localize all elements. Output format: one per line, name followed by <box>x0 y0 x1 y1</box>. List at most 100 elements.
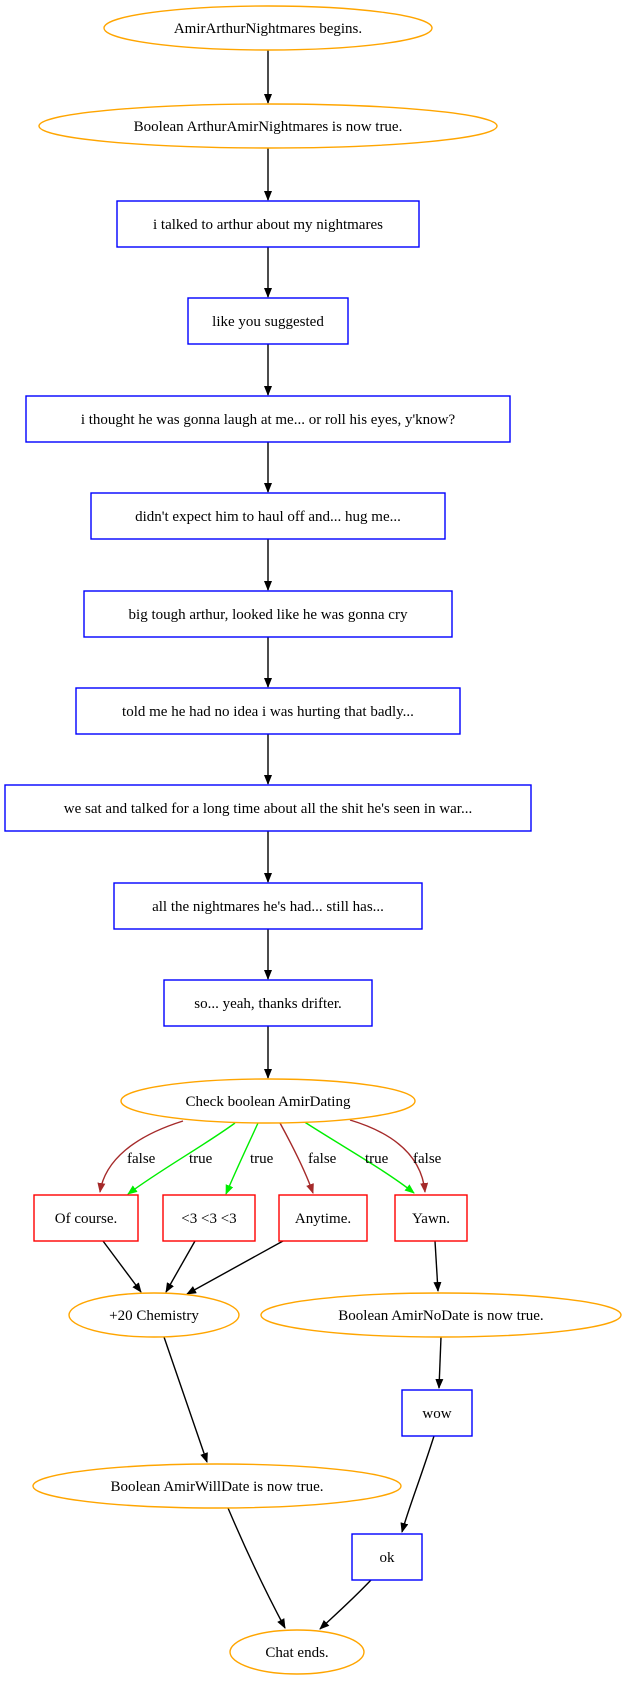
edge-check-to-c_yawn: true <box>302 1120 415 1194</box>
node-label: AmirArthurNightmares begins. <box>174 21 362 37</box>
dialogue-box <box>163 979 373 1027</box>
edge-line <box>435 1336 444 1389</box>
node-willdate: Boolean AmirWillDate is now true. <box>32 1463 402 1509</box>
node-c_hearts: <3 <3 <3 <box>162 1194 256 1242</box>
choice-box <box>162 1194 256 1242</box>
edge-willdate-to-end <box>227 1507 286 1629</box>
node-label: Yawn. <box>412 1211 450 1227</box>
node-label: i talked to arthur about my nightmares <box>153 217 383 233</box>
edge-label-false: false <box>413 1151 442 1167</box>
edge-line <box>400 1435 435 1533</box>
edge-line <box>433 1240 442 1292</box>
node-label: Boolean AmirNoDate is now true. <box>338 1308 543 1324</box>
edge-chem-to-willdate <box>163 1336 208 1463</box>
event-ellipse <box>38 103 498 149</box>
edge-line <box>302 1120 415 1194</box>
node-label: +20 Chemistry <box>109 1308 199 1324</box>
edge-label-false: false <box>127 1151 156 1167</box>
edge-line <box>186 1240 284 1295</box>
node-d6: told me he had no idea i was hurting tha… <box>75 687 461 735</box>
edge-c_anytime-to-chem <box>186 1240 284 1295</box>
edge-c_yawn-to-nodate <box>433 1240 442 1292</box>
edge-line <box>127 1122 236 1195</box>
event-ellipse <box>120 1078 416 1124</box>
edge-line <box>319 1579 372 1630</box>
edges-layer: false true true false true false <box>97 50 444 1630</box>
dialogue-box <box>83 590 453 638</box>
node-label: Check boolean AmirDating <box>186 1094 351 1110</box>
event-ellipse <box>229 1629 365 1675</box>
dialogue-box <box>90 492 446 540</box>
edge-check-to-c_yawn: false <box>349 1119 442 1193</box>
edge-line <box>163 1336 208 1463</box>
nodes-layer: AmirArthurNightmares begins. Boolean Arth… <box>4 5 622 1675</box>
dialogue-box <box>351 1533 423 1581</box>
node-nodate: Boolean AmirNoDate is now true. <box>260 1292 622 1338</box>
edge-line <box>349 1119 429 1193</box>
node-ok: ok <box>351 1533 423 1581</box>
dialogue-box <box>75 687 461 735</box>
node-label: ok <box>380 1550 396 1566</box>
edge-wow-to-ok <box>400 1435 435 1533</box>
node-label: Boolean ArthurAmirNightmares is now true… <box>134 119 403 135</box>
event-ellipse <box>32 1463 402 1509</box>
edge-nodate-to-wow <box>435 1336 444 1389</box>
node-label: i thought he was gonna laugh at me... or… <box>81 412 456 428</box>
node-label: Of course. <box>55 1211 117 1227</box>
node-chem: +20 Chemistry <box>68 1292 240 1338</box>
event-ellipse <box>103 5 433 51</box>
node-c_ofcourse: Of course. <box>33 1194 139 1242</box>
edge-line <box>102 1240 142 1293</box>
node-label: Chat ends. <box>265 1645 328 1661</box>
node-c_yawn: Yawn. <box>394 1194 468 1242</box>
edge-line <box>227 1507 286 1629</box>
node-label: Anytime. <box>295 1211 351 1227</box>
node-label: told me he had no idea i was hurting tha… <box>122 704 414 720</box>
dialogue-box <box>113 882 423 930</box>
node-c_anytime: Anytime. <box>278 1194 368 1242</box>
node-label: big tough arthur, looked like he was gon… <box>129 607 408 623</box>
choice-box <box>33 1194 139 1242</box>
edge-check-to-c_ofcourse: true <box>127 1122 236 1195</box>
dialogue-box <box>25 395 511 443</box>
node-label: like you suggested <box>212 314 324 330</box>
node-label: so... yeah, thanks drifter. <box>194 996 341 1012</box>
node-d4: didn't expect him to haul off and... hug… <box>90 492 446 540</box>
edge-label-true: true <box>189 1151 213 1167</box>
node-set_nightmares: Boolean ArthurAmirNightmares is now true… <box>38 103 498 149</box>
dialogue-box <box>187 297 349 345</box>
node-d1: i talked to arthur about my nightmares <box>116 200 420 248</box>
node-d3: i thought he was gonna laugh at me... or… <box>25 395 511 443</box>
choice-box <box>278 1194 368 1242</box>
node-wow: wow <box>401 1389 473 1437</box>
node-label: Boolean AmirWillDate is now true. <box>110 1479 323 1495</box>
event-ellipse <box>68 1292 240 1338</box>
node-check: Check boolean AmirDating <box>120 1078 416 1124</box>
edge-label-true: true <box>250 1151 274 1167</box>
node-label: all the nightmares he's had... still has… <box>152 899 384 915</box>
edge-line <box>225 1122 259 1195</box>
node-label: <3 <3 <3 <box>181 1211 236 1227</box>
node-d5: big tough arthur, looked like he was gon… <box>83 590 453 638</box>
edge-ok-to-end <box>319 1579 372 1630</box>
edge-line <box>165 1240 196 1293</box>
node-label: we sat and talked for a long time about … <box>64 801 472 817</box>
edge-label-true: true <box>365 1151 389 1167</box>
dialogue-box <box>116 200 420 248</box>
event-ellipse <box>260 1292 622 1338</box>
edge-line <box>279 1122 314 1194</box>
edge-check-to-c_anytime: false <box>279 1122 337 1194</box>
node-end: Chat ends. <box>229 1629 365 1675</box>
node-d7: we sat and talked for a long time about … <box>4 784 532 832</box>
edge-check-to-c_ofcourse: false <box>97 1120 184 1193</box>
edge-c_hearts-to-chem <box>165 1240 196 1293</box>
edge-label-false: false <box>308 1151 337 1167</box>
node-d8: all the nightmares he's had... still has… <box>113 882 423 930</box>
choice-box <box>394 1194 468 1242</box>
node-d9: so... yeah, thanks drifter. <box>163 979 373 1027</box>
edge-c_ofcourse-to-chem <box>102 1240 142 1293</box>
node-label: didn't expect him to haul off and... hug… <box>135 509 401 525</box>
node-label: wow <box>422 1406 451 1422</box>
node-start: AmirArthurNightmares begins. <box>103 5 433 51</box>
